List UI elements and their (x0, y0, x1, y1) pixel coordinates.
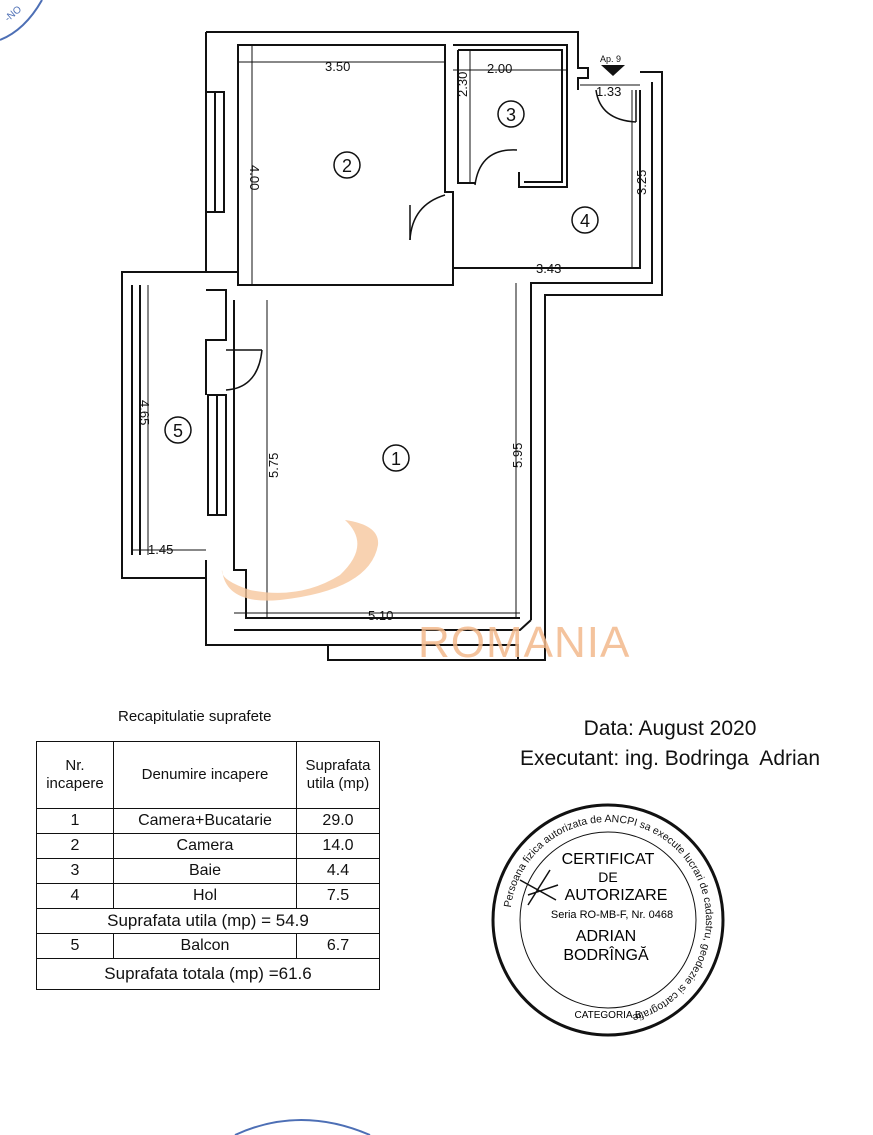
balcony-wall (121, 271, 207, 579)
floor-plan: -NO (0, 0, 663, 667)
room-3-circle (497, 100, 525, 128)
room-5-circle (164, 416, 192, 444)
table-row: 1 Camera+Bucatarie 29.0 (36, 808, 380, 834)
room-2-circle (333, 151, 361, 179)
table-row: 2 Camera 14.0 (36, 833, 380, 859)
header-room-area: Suprafata utila (mp) (296, 741, 380, 809)
room-2-label: 2 (342, 156, 352, 176)
subtotal-text: Suprafata utila (mp) = 54.9 (36, 908, 380, 934)
table-row: 5 Balcon 6.7 (36, 933, 380, 959)
stamp-fragment-top (0, 0, 43, 41)
row-nr: 4 (36, 883, 114, 909)
main-room-wall (233, 300, 520, 619)
date-line: Data: August 2020 (583, 717, 757, 740)
seal-inner-ring (519, 831, 697, 1009)
table-header-row: Nr. incapere Denumire incapere Suprafata… (36, 741, 380, 809)
total-text: Suprafata totala (mp) =61.6 (36, 958, 380, 990)
authorization-seal: Persoana fizica autorizata de ANCPI sa e… (491, 803, 725, 1037)
watermark-text: ROMANIA (418, 618, 630, 667)
dim-1-45: 1.45 (148, 542, 173, 557)
window-main (327, 644, 519, 661)
total-row: Suprafata totala (mp) =61.6 (36, 958, 380, 990)
inner-wall (237, 44, 454, 286)
hall-wall-right-inner (530, 82, 653, 620)
room-4-circle (571, 206, 599, 234)
main-outer-wall (205, 289, 227, 395)
seal-name1: ADRIAN (576, 928, 636, 945)
stamp-fragment-text: -NO (3, 4, 24, 24)
dim-3-50: 3.50 (325, 59, 350, 74)
seal-outer-ring (491, 803, 725, 1037)
room-4-label: 4 (580, 211, 590, 231)
subtotal-row: Suprafata utila (mp) = 54.9 (36, 908, 380, 934)
dim-4-00: 4.00 (247, 165, 262, 190)
hall-wall-right (544, 71, 663, 623)
apartment-marker-icon (601, 65, 625, 76)
table-title: Recapitulatie suprafete (118, 708, 272, 725)
seal-line2: DE (598, 869, 617, 885)
watermark-swoosh (221, 520, 379, 601)
stamp-fragment-bottom (234, 1119, 371, 1135)
bathroom-wall (453, 44, 568, 188)
seal-name2: BODRÎNGĂ (563, 945, 649, 964)
dim-4-65: 4.65 (137, 400, 152, 425)
door-arc-balcony (225, 349, 263, 391)
door-arc-room2 (409, 194, 446, 241)
row-name: Camera (113, 833, 297, 859)
seal-signature-mark (519, 869, 559, 906)
row-name: Camera+Bucatarie (113, 808, 297, 834)
dim-5-75: 5.75 (266, 453, 281, 478)
room-3-label: 3 (506, 105, 516, 125)
executant-line: Executant: ing. Bodringa Adrian (519, 747, 821, 770)
row-area: 4.4 (296, 858, 380, 884)
room2-outer-wall (205, 32, 238, 273)
row-area: 14.0 (296, 833, 380, 859)
dim-2-30: 2.30 (455, 72, 470, 97)
bathroom-wall-inner (458, 49, 563, 183)
hall-wall-inner-line (453, 90, 641, 269)
row-nr: 2 (36, 833, 114, 859)
room-5-label: 5 (173, 421, 183, 441)
apartment-marker-label: Ap. 9 (600, 54, 621, 64)
seal-line1: CERTIFICAT (562, 851, 655, 868)
dim-3-43: 3.43 (536, 261, 561, 276)
surface-summary-table: Nr. incapere Denumire incapere Suprafata… (36, 741, 380, 990)
row-nr: 3 (36, 858, 114, 884)
outer-wall (206, 31, 589, 90)
door-arc-entrance (595, 89, 637, 123)
table-row: 3 Baie 4.4 (36, 858, 380, 884)
dim-5-10: 5.10 (368, 608, 393, 623)
row-name: Balcon (113, 933, 297, 959)
row-name: Baie (113, 858, 297, 884)
seal-line3: AUTORIZARE (565, 887, 668, 904)
row-area: 7.5 (296, 883, 380, 909)
seal-category: CATEGORIA B (574, 1010, 641, 1021)
dim-2-00: 2.00 (487, 61, 512, 76)
header-room-name: Denumire incapere (113, 741, 297, 809)
room-1-label: 1 (391, 449, 401, 469)
main-inner-wall-bottom (234, 619, 532, 631)
row-nr: 5 (36, 933, 114, 959)
room-1-circle (382, 444, 410, 472)
seal-series: Seria RO-MB-F, Nr. 0468 (551, 909, 673, 921)
header-room-nr: Nr. incapere (36, 741, 114, 809)
dim-3-25: 3.25 (634, 170, 649, 195)
table-row: 4 Hol 7.5 (36, 883, 380, 909)
row-name: Hol (113, 883, 297, 909)
dim-5-95: 5.95 (510, 443, 525, 468)
door-arc-bath (474, 149, 518, 186)
bathroom-wall-left (457, 50, 475, 184)
row-area: 29.0 (296, 808, 380, 834)
row-area: 6.7 (296, 933, 380, 959)
dim-1-33: 1.33 (596, 84, 621, 99)
row-nr: 1 (36, 808, 114, 834)
